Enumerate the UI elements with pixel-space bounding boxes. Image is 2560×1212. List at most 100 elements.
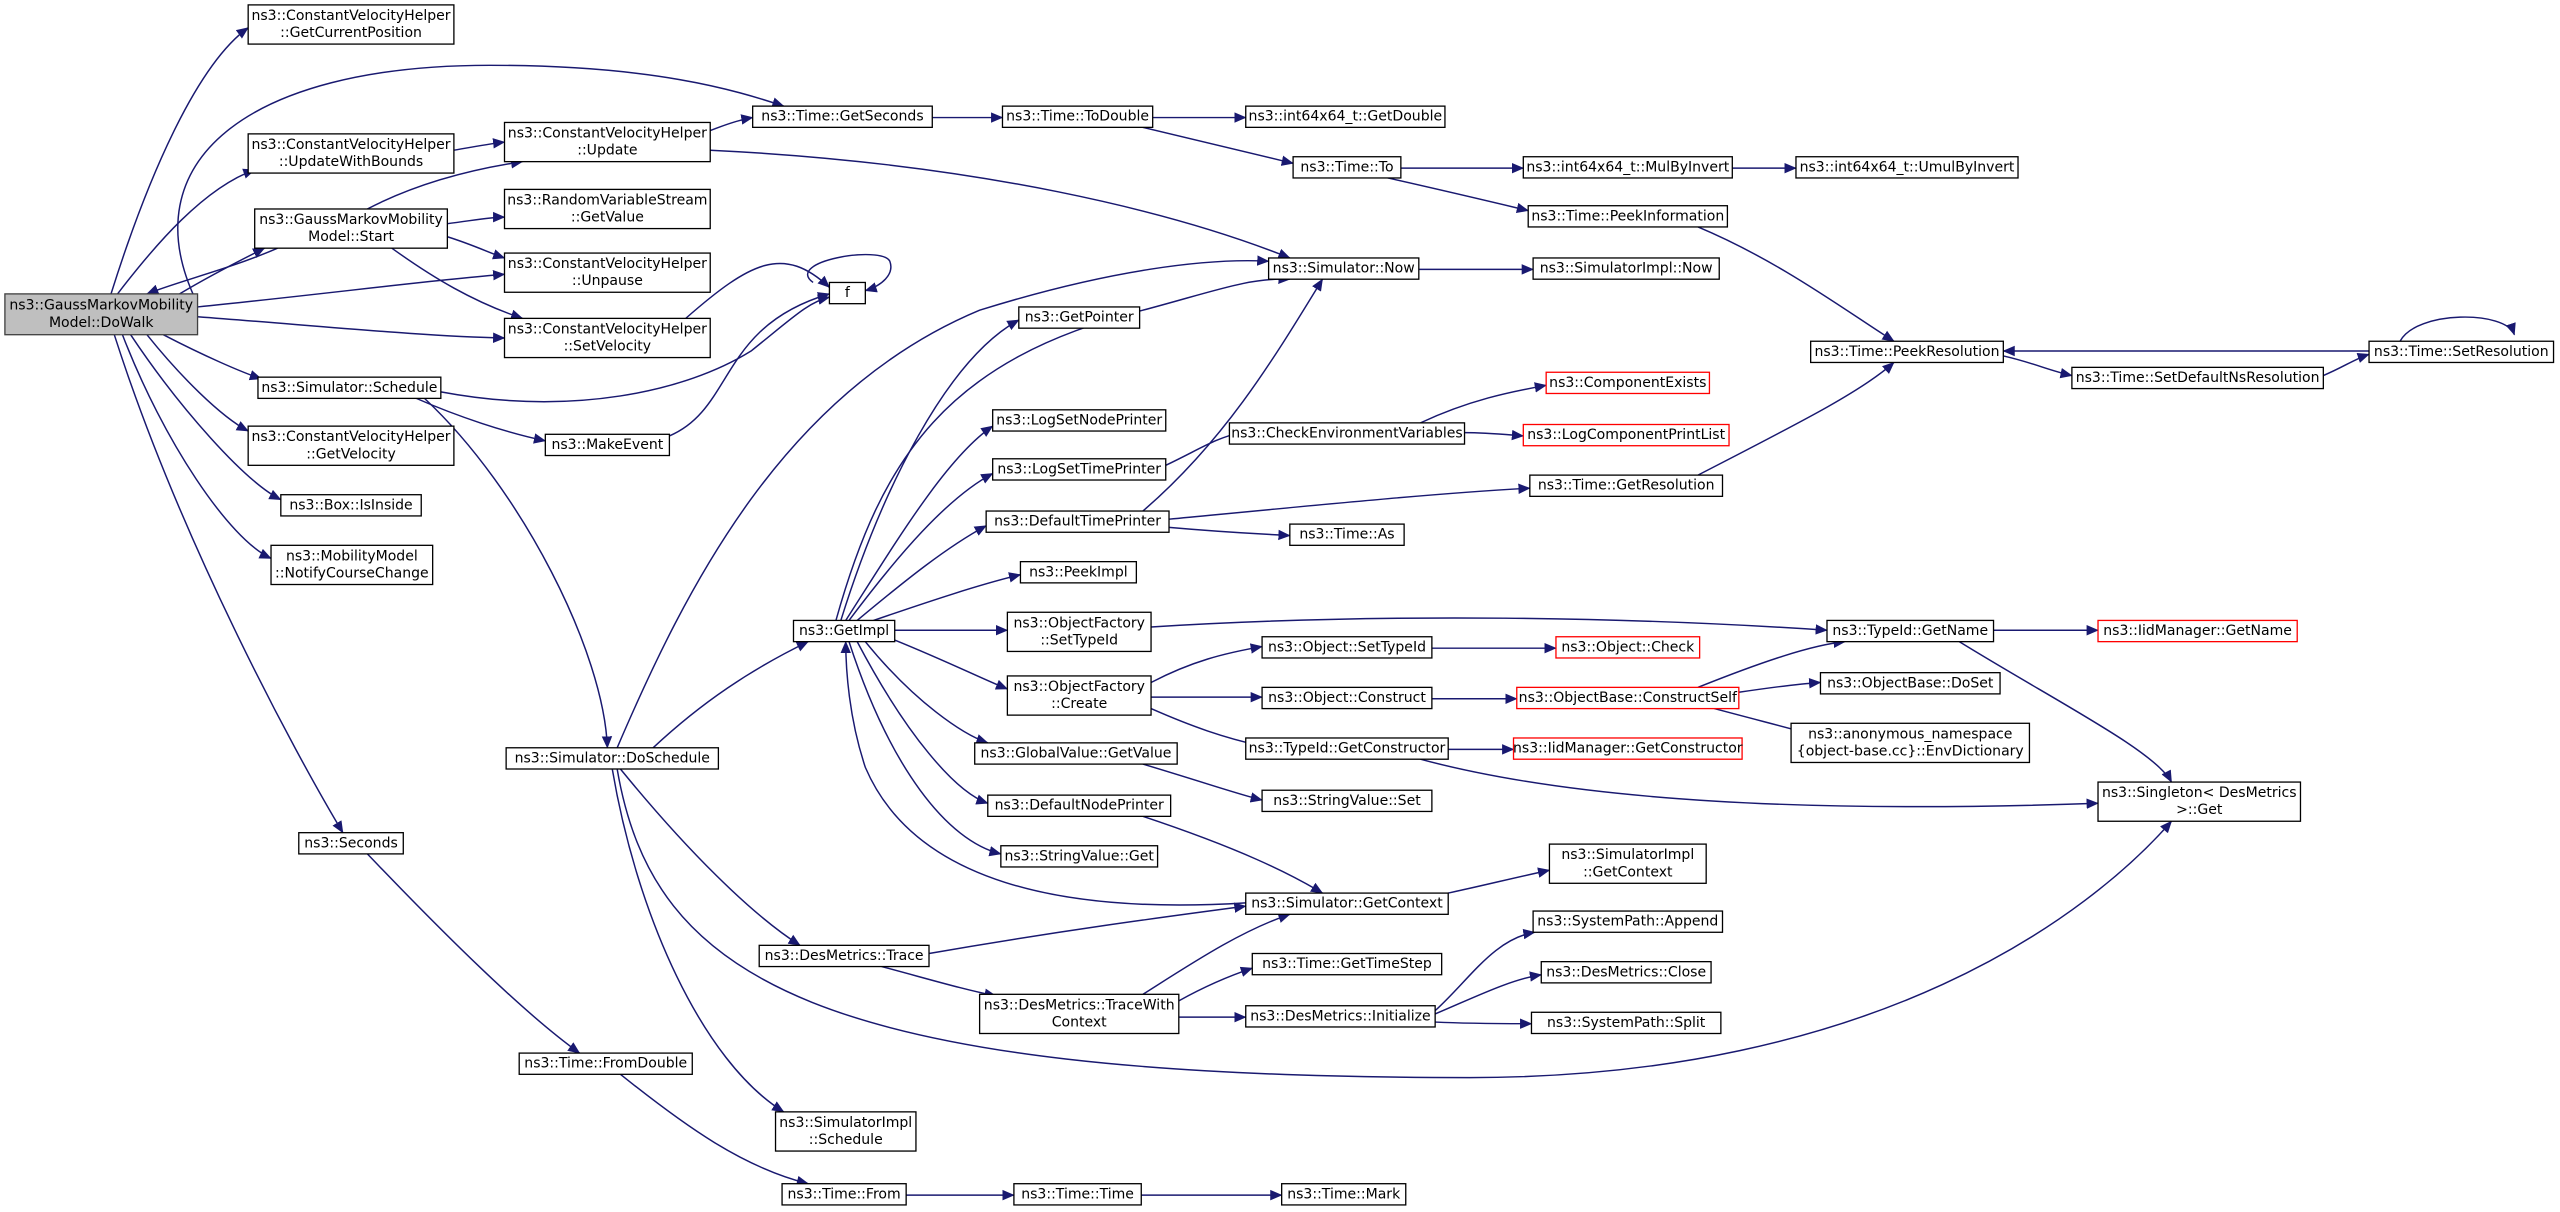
node-getimpl[interactable]: ns3::GetImpl bbox=[792, 619, 896, 643]
node-cvh-updwb[interactable]: ns3::ConstantVelocityHelper::UpdateWithB… bbox=[247, 133, 455, 174]
node-time-todouble[interactable]: ns3::Time::ToDouble bbox=[1001, 105, 1154, 129]
node-box-isinside[interactable]: ns3::Box::IsInside bbox=[280, 494, 422, 517]
node-logcompprintlist[interactable]: ns3::LogComponentPrintList bbox=[1522, 423, 1730, 447]
node-time-getseconds[interactable]: ns3::Time::GetSeconds bbox=[752, 105, 933, 129]
node-seconds[interactable]: ns3::Seconds bbox=[298, 832, 404, 855]
node-sv-set[interactable]: ns3::StringValue::Set bbox=[1261, 789, 1433, 813]
node-time-as[interactable]: ns3::Time::As bbox=[1289, 523, 1405, 546]
node-simimpl-now[interactable]: ns3::SimulatorImpl::Now bbox=[1532, 257, 1720, 280]
node-rvs-getvalue[interactable]: ns3::RandomVariableStream::GetValue bbox=[503, 188, 711, 230]
node-sim-doschedule[interactable]: ns3::Simulator::DoSchedule bbox=[505, 747, 720, 770]
edge-time-peekinfo-to-time-peekres bbox=[1697, 226, 1895, 342]
node-singleton-get[interactable]: ns3::Singleton< DesMetrics >::Get bbox=[2097, 781, 2302, 822]
node-cvh-unpause[interactable]: ns3::ConstantVelocityHelper::Unpause bbox=[503, 252, 711, 293]
node-getpointer[interactable]: ns3::GetPointer bbox=[1018, 306, 1141, 329]
edge-checkenv-to-componentexists bbox=[1420, 382, 1547, 424]
node-label: ns3::Simulator::Now bbox=[1273, 261, 1415, 277]
node-cvh-setvel[interactable]: ns3::ConstantVelocityHelper::SetVelocity bbox=[503, 317, 711, 359]
node-i64-mulbyinvert[interactable]: ns3::int64x64_t::MulByInvert bbox=[1522, 156, 1733, 179]
node-ob-constructself[interactable]: ns3::ObjectBase::ConstructSelf bbox=[1516, 686, 1740, 710]
node-sim-getcontext[interactable]: ns3::Simulator::GetContext bbox=[1245, 892, 1449, 915]
node-peekimpl[interactable]: ns3::PeekImpl bbox=[1019, 560, 1138, 584]
node-iid-getname[interactable]: ns3::IidManager::GetName bbox=[2097, 619, 2298, 643]
node-label: ns3::ObjectBase::DoSet bbox=[1827, 675, 1994, 691]
node-cvh-getcurpos[interactable]: ns3::ConstantVelocityHelper::GetCurrentP… bbox=[247, 4, 455, 45]
node-sv-get[interactable]: ns3::StringValue::Get bbox=[1000, 845, 1159, 868]
node-simimpl-schedule[interactable]: ns3::SimulatorImpl::Schedule bbox=[774, 1111, 917, 1152]
node-sp-split[interactable]: ns3::SystemPath::Split bbox=[1530, 1011, 1722, 1035]
node-of-create[interactable]: ns3::ObjectFactory::Create bbox=[1006, 675, 1152, 716]
node-cvh-update[interactable]: ns3::ConstantVelocityHelper::Update bbox=[503, 121, 711, 163]
node-i64-getdouble[interactable]: ns3::int64x64_t::GetDouble bbox=[1245, 105, 1446, 129]
node-time-setres[interactable]: ns3::Time::SetResolution bbox=[2368, 340, 2555, 364]
node-box bbox=[1790, 722, 2031, 764]
node-logsettimeprinter[interactable]: ns3::LogSetTimePrinter bbox=[992, 458, 1167, 481]
node-label: ns3::TypeId::GetConstructor bbox=[1249, 741, 1446, 757]
node-time-getresolution[interactable]: ns3::Time::GetResolution bbox=[1529, 474, 1724, 497]
node-tid-getname[interactable]: ns3::TypeId::GetName bbox=[1826, 619, 1995, 643]
node-simimpl-getcontext[interactable]: ns3::SimulatorImpl::GetContext bbox=[1548, 843, 1707, 884]
node-label: ns3::Time::PeekInformation bbox=[1531, 208, 1724, 224]
node-of-settypeid[interactable]: ns3::ObjectFactory::SetTypeId bbox=[1006, 611, 1152, 653]
node-desm-trace[interactable]: ns3::DesMetrics::Trace bbox=[758, 944, 930, 968]
node-box bbox=[1001, 105, 1154, 129]
node-tid-getconstructor[interactable]: ns3::TypeId::GetConstructor bbox=[1245, 737, 1449, 760]
node-obj-construct[interactable]: ns3::Object::Construct bbox=[1261, 686, 1433, 710]
node-mm-notify[interactable]: ns3::MobilityModel::NotifyCourseChange bbox=[270, 544, 434, 586]
node-time-peekres[interactable]: ns3::Time::PeekResolution bbox=[1810, 340, 2004, 364]
node-sim-now[interactable]: ns3::Simulator::Now bbox=[1267, 257, 1420, 280]
node-f[interactable]: f bbox=[828, 281, 866, 305]
node-iid-getconstructor[interactable]: ns3::IidManager::GetConstructor bbox=[1512, 737, 1743, 760]
node-logsetnodeprinter[interactable]: ns3::LogSetNodePrinter bbox=[992, 409, 1167, 432]
node-i64-umulbyinvert[interactable]: ns3::int64x64_t::UmulByInvert bbox=[1795, 156, 2019, 179]
node-gv-getvalue[interactable]: ns3::GlobalValue::GetValue bbox=[974, 742, 1178, 765]
edge-tid-getname-to-singleton-get bbox=[1958, 641, 2173, 783]
node-desm-initialize[interactable]: ns3::DesMetrics::Initialize bbox=[1245, 1005, 1436, 1028]
node-time-mark[interactable]: ns3::Time::Mark bbox=[1281, 1183, 1407, 1206]
node-anon-envdict[interactable]: ns3::anonymous_namespace{object-base.cc}… bbox=[1790, 722, 2031, 764]
node-label: Model::DoWalk bbox=[49, 315, 154, 331]
node-time-peekinfo[interactable]: ns3::Time::PeekInformation bbox=[1527, 205, 1729, 228]
node-time-to[interactable]: ns3::Time::To bbox=[1292, 156, 1402, 179]
node-box bbox=[247, 4, 455, 45]
edge-dowalk-to-box-isinside bbox=[130, 334, 282, 501]
node-cvh-getvel[interactable]: ns3::ConstantVelocityHelper::GetVelocity bbox=[247, 425, 455, 466]
node-sim-schedule[interactable]: ns3::Simulator::Schedule bbox=[257, 376, 442, 400]
node-label: ns3::Box::IsInside bbox=[289, 497, 412, 513]
node-label: ::GetCurrentPosition bbox=[280, 25, 422, 41]
node-time-time[interactable]: ns3::Time::Time bbox=[1013, 1183, 1142, 1206]
node-box bbox=[1019, 560, 1138, 584]
node-defaulttimeprinter[interactable]: ns3::DefaultTimePrinter bbox=[985, 510, 1170, 533]
node-box bbox=[974, 742, 1178, 765]
node-ob-doset[interactable]: ns3::ObjectBase::DoSet bbox=[1819, 672, 2001, 695]
node-box bbox=[1261, 636, 1433, 659]
node-makeevent[interactable]: ns3::MakeEvent bbox=[544, 433, 671, 457]
node-box bbox=[1245, 105, 1446, 129]
node-label: ns3::Time::To bbox=[1300, 159, 1393, 175]
node-time-gettimestep[interactable]: ns3::Time::GetTimeStep bbox=[1251, 952, 1443, 976]
node-time-from[interactable]: ns3::Time::From bbox=[781, 1183, 907, 1206]
node-box bbox=[828, 281, 866, 305]
node-label: ns3::int64x64_t::GetDouble bbox=[1249, 109, 1443, 125]
node-box bbox=[985, 510, 1170, 533]
node-obj-settypeid[interactable]: ns3::Object::SetTypeId bbox=[1261, 636, 1433, 659]
node-desm-close[interactable]: ns3::DesMetrics::Close bbox=[1540, 961, 1712, 984]
node-defaultnodeprinter[interactable]: ns3::DefaultNodePrinter bbox=[987, 794, 1172, 818]
node-obj-check[interactable]: ns3::Object::Check bbox=[1555, 636, 1701, 659]
node-box bbox=[1292, 156, 1402, 179]
node-componentexists[interactable]: ns3::ComponentExists bbox=[1545, 371, 1711, 395]
node-label: ns3::Time::As bbox=[1299, 527, 1394, 543]
node-time-setdefnsres[interactable]: ns3::Time::SetDefaultNsResolution bbox=[2071, 366, 2324, 390]
node-time-fromdouble[interactable]: ns3::Time::FromDouble bbox=[518, 1052, 693, 1075]
edge-getimpl-to-of-create bbox=[894, 639, 1009, 690]
node-sp-append[interactable]: ns3::SystemPath::Append bbox=[1532, 910, 1724, 933]
edge-dowalk-to-cvh-updwb bbox=[116, 168, 256, 295]
node-checkenv[interactable]: ns3::CheckEnvironmentVariables bbox=[1228, 422, 1466, 445]
node-label: ns3::SystemPath::Append bbox=[1537, 914, 1718, 930]
edge-dowalk-to-cvh-getcurpos bbox=[110, 27, 249, 295]
node-label: ns3::ObjectFactory bbox=[1013, 615, 1145, 631]
node-label: ns3::Singleton< DesMetrics bbox=[2102, 785, 2297, 801]
